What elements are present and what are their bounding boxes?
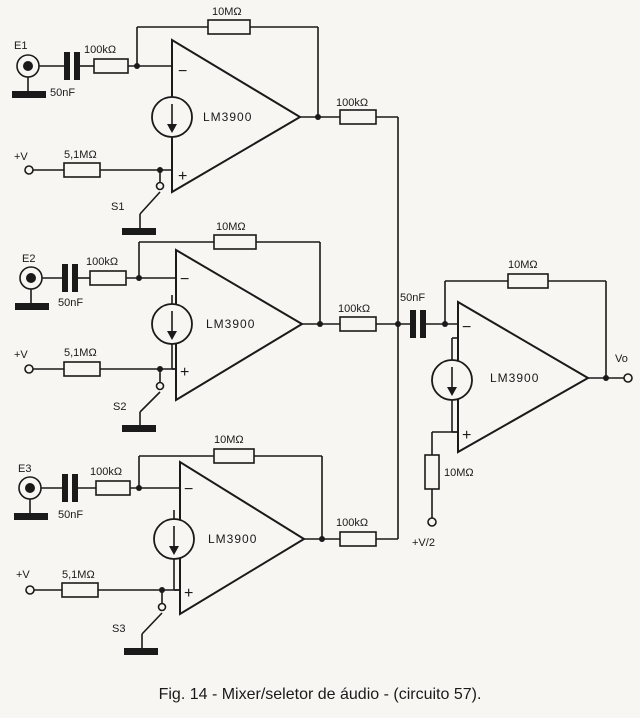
- label-ic-out: LM3900: [490, 371, 539, 385]
- label-cap-out: 50nF: [400, 292, 425, 304]
- resistor-bias-2: [63, 361, 101, 377]
- label-r-feedback-3: 10MΩ: [214, 434, 244, 446]
- resistor-input-1: [93, 58, 129, 74]
- ground-e1: [12, 91, 46, 98]
- sign-plus-1: +: [178, 168, 187, 185]
- resistor-bias-3: [61, 582, 99, 598]
- resistor-mix-1: [339, 109, 377, 125]
- label-cap-3: 50nF: [58, 509, 83, 521]
- label-ic-1: LM3900: [203, 110, 252, 124]
- output-stage: [395, 117, 633, 539]
- supply-terminal-3: [25, 585, 35, 595]
- label-r-input-3: 100kΩ: [90, 466, 122, 478]
- label-r-feedback-2: 10MΩ: [216, 221, 246, 233]
- label-output: Vo: [615, 353, 628, 365]
- resistor-feedback-2: [213, 234, 257, 250]
- label-cap-2: 50nF: [58, 297, 83, 309]
- ground-s2: [122, 425, 156, 432]
- resistor-mix-2: [339, 316, 377, 332]
- label-s2: S2: [113, 401, 126, 413]
- label-r-feedback-out: 10MΩ: [508, 259, 538, 271]
- sign-plus-2: +: [180, 364, 189, 381]
- label-half-supply: +V/2: [412, 537, 435, 549]
- resistor-input-3: [95, 480, 131, 496]
- supply-terminal-1: [24, 165, 34, 175]
- capacitor-e2: [62, 264, 68, 292]
- ground-s3: [124, 648, 158, 655]
- label-r-input-2: 100kΩ: [86, 256, 118, 268]
- capacitor-e1-plate: [74, 52, 80, 80]
- resistor-feedback-out: [507, 273, 549, 289]
- capacitor-e3: [62, 474, 68, 502]
- sign-minus-3: −: [184, 481, 193, 498]
- resistor-bias-1: [63, 162, 101, 178]
- resistor-feedback-3: [213, 448, 255, 464]
- ground-e2: [15, 303, 49, 310]
- label-r-bias-out: 10MΩ: [444, 467, 474, 479]
- switch-s3-contact: [157, 602, 167, 612]
- switch-s3-lever: [141, 612, 163, 635]
- resistor-input-2: [89, 270, 127, 286]
- half-supply-terminal: [427, 517, 437, 527]
- resistor-feedback-1: [207, 19, 251, 35]
- stage-2: [15, 234, 410, 432]
- label-r-feedback-1: 10MΩ: [212, 6, 242, 18]
- stage-3: [14, 448, 398, 655]
- sign-minus-1: −: [178, 63, 187, 80]
- label-r-mix-2: 100kΩ: [338, 303, 370, 315]
- resistor-mix-3: [339, 531, 377, 547]
- ground-s1: [122, 228, 156, 235]
- switch-s1-contact: [155, 181, 165, 191]
- input-jack-e1-center: [23, 61, 33, 71]
- stage-1: [12, 19, 398, 235]
- sign-plus-3: +: [184, 585, 193, 602]
- sign-plus-out: +: [462, 427, 471, 444]
- label-s1: S1: [111, 201, 124, 213]
- switch-s2-lever: [139, 391, 161, 413]
- label-e1: E1: [14, 40, 27, 52]
- resistor-bias-out: [424, 454, 440, 490]
- label-r-input-1: 100kΩ: [84, 44, 116, 56]
- label-e2: E2: [22, 253, 35, 265]
- label-e3: E3: [18, 463, 31, 475]
- switch-s1-lever: [139, 191, 161, 215]
- figure-caption: Fig. 14 - Mixer/seletor de áudio - (circ…: [158, 686, 482, 703]
- switch-s2-contact: [155, 381, 165, 391]
- label-ic-2: LM3900: [206, 317, 255, 331]
- label-r-bias-1: 5,1MΩ: [64, 149, 97, 161]
- supply-terminal-2: [24, 364, 34, 374]
- label-supply-2: +V: [14, 349, 28, 361]
- label-s3: S3: [112, 623, 125, 635]
- label-supply-3: +V: [16, 569, 30, 581]
- capacitor-output: [410, 310, 416, 338]
- ground-e3: [14, 513, 48, 520]
- capacitor-e1: [64, 52, 70, 80]
- sign-minus-out: −: [462, 319, 471, 336]
- label-r-mix-1: 100kΩ: [336, 97, 368, 109]
- label-supply-1: +V: [14, 151, 28, 163]
- sign-minus-2: −: [180, 271, 189, 288]
- label-cap-1: 50nF: [50, 87, 75, 99]
- label-r-mix-3: 100kΩ: [336, 517, 368, 529]
- label-r-bias-3: 5,1MΩ: [62, 569, 95, 581]
- label-ic-3: LM3900: [208, 532, 257, 546]
- output-terminal: [623, 373, 633, 383]
- label-r-bias-2: 5,1MΩ: [64, 347, 97, 359]
